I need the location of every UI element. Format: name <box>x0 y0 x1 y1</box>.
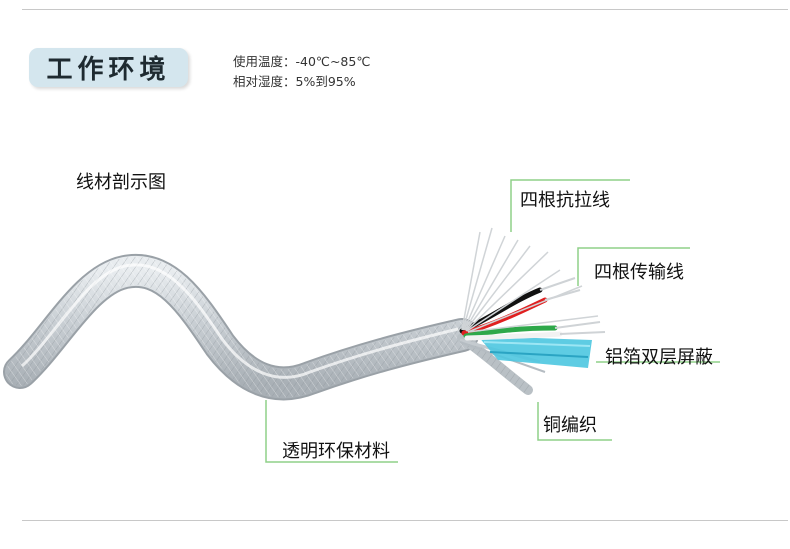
label-jacket-material: 透明环保材料 <box>282 441 390 462</box>
label-aramid-strands: 四根抗拉线 <box>520 190 610 211</box>
humidity-spec: 相对湿度：5%到95% <box>233 74 356 89</box>
bottom-divider <box>22 520 788 521</box>
aluminum-foil-shield <box>478 336 592 368</box>
top-divider <box>22 9 788 10</box>
temperature-spec: 使用温度：-40℃~85℃ <box>233 54 371 69</box>
section-title-badge: 工作环境 <box>29 48 188 87</box>
label-foil-shield: 铝箔双层屏蔽 <box>605 347 713 368</box>
aramid-strands <box>461 227 599 333</box>
cable-jacket <box>3 253 479 401</box>
diagram-title: 线材剖示图 <box>76 172 166 193</box>
callout-lines <box>265 179 720 463</box>
section-title: 工作环境 <box>46 55 171 85</box>
label-copper-braid: 铜编织 <box>543 415 597 436</box>
label-transmission-wires: 四根传输线 <box>594 262 684 283</box>
